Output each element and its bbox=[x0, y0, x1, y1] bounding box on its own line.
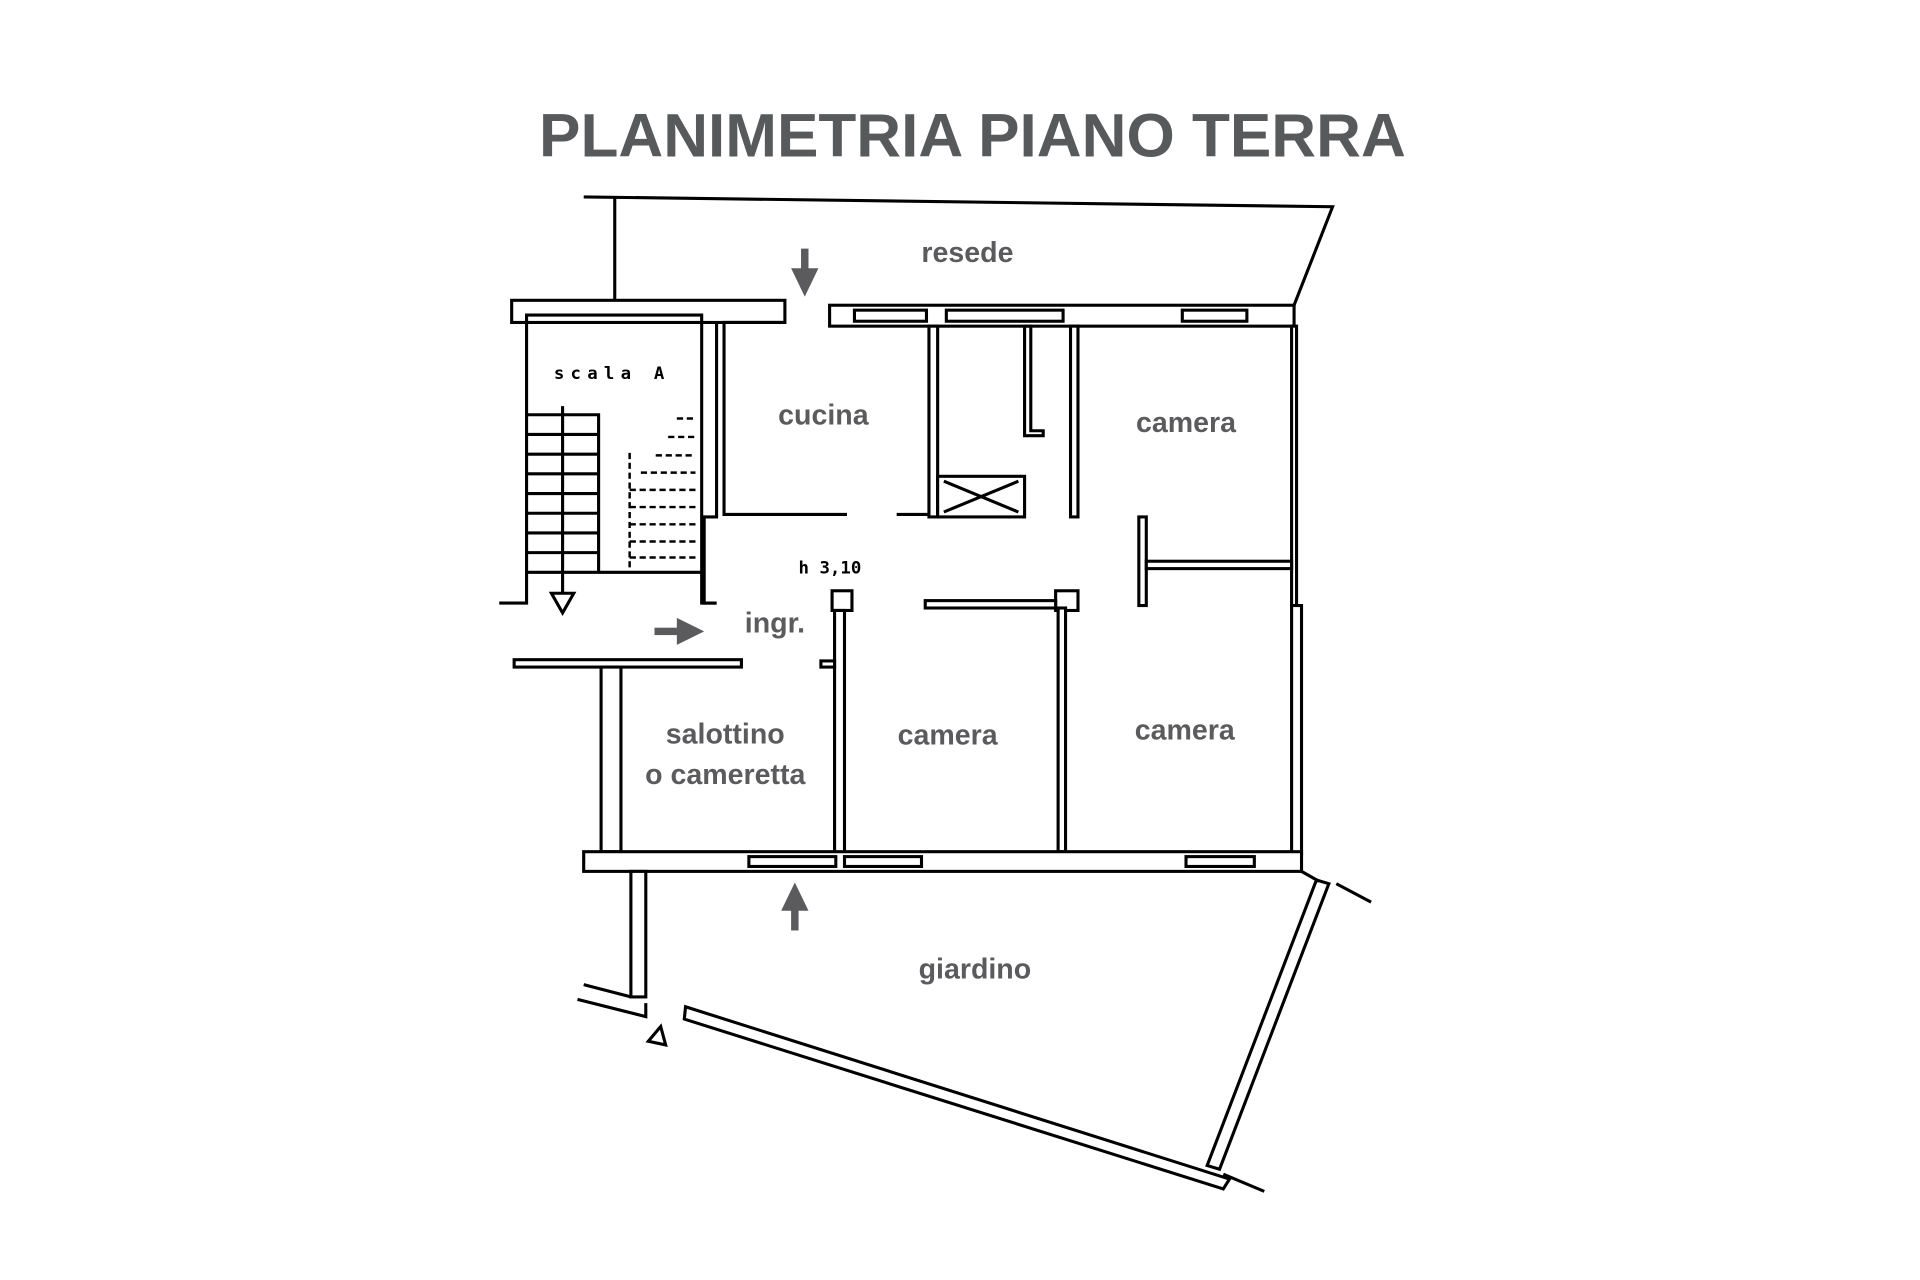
room-label-scala: scala A bbox=[554, 364, 671, 384]
room-label-salottino: salottino bbox=[666, 718, 785, 750]
room-label-cucina: cucina bbox=[778, 400, 869, 432]
ceiling-height: h 3,10 bbox=[799, 559, 862, 579]
arrow-up-icon bbox=[781, 882, 809, 931]
room-label-camera: camera bbox=[898, 720, 998, 752]
room-label-ingresso: ingr. bbox=[745, 608, 805, 640]
room-label-salottino-2: o cameretta bbox=[645, 759, 805, 791]
arrow-down-icon bbox=[791, 248, 819, 297]
stair-steps bbox=[526, 406, 696, 617]
room-label-resede: resede bbox=[921, 237, 1013, 269]
room-label-camera: camera bbox=[1136, 407, 1236, 439]
page-title: PLANIMETRIA PIANO TERRA bbox=[539, 102, 1406, 171]
arrow-right-icon bbox=[654, 617, 705, 645]
arrows bbox=[654, 248, 819, 931]
room-label-giardino: giardino bbox=[919, 954, 1032, 986]
room-label-camera: camera bbox=[1135, 715, 1235, 747]
stair-direction-icon bbox=[548, 591, 577, 617]
entrance-marker-icon bbox=[645, 1023, 668, 1047]
walls bbox=[499, 195, 1372, 1193]
